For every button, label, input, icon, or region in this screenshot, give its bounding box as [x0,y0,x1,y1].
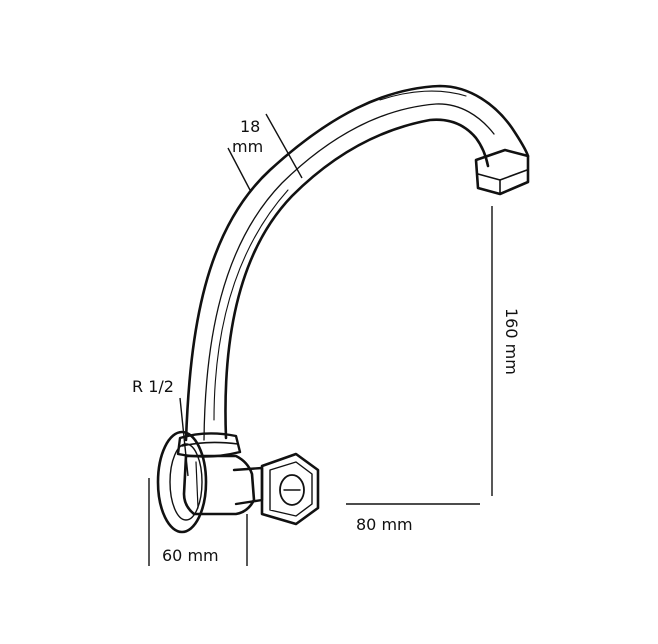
spout-top-shine [379,90,467,101]
dimension-lines [148,113,493,566]
valve-handle [260,452,320,526]
spout-highlight-line [203,103,495,441]
spout-outer-contour [184,84,530,442]
spout-shade-line [213,189,289,421]
diameter-leader-left [227,147,251,191]
valve-stem [232,466,264,506]
spout-height-label: 160 mm [502,308,521,375]
wall-projection-label: 60 mm [162,546,219,565]
valve-body [182,454,256,516]
swivel-collar-ring [181,441,239,447]
wall-rosette [156,430,208,534]
spout-inner-contour [224,118,490,440]
pipe-diameter-unit-label: mm [232,137,263,156]
pipe-diameter-value-label: 18 [240,117,260,136]
wall-rosette-inner [169,443,203,521]
thread-leader [179,397,189,477]
valve-handle-cap [279,474,305,506]
diameter-leader-right [265,113,303,179]
thread-size-label: R 1/2 [132,377,174,396]
valve-handle-facet [269,461,313,517]
valve-body-shade [195,461,199,509]
spout-tip-band [477,169,528,181]
spout-reach-label: 80 mm [356,515,413,534]
wall-faucet-drawing [156,84,530,534]
spout-tip [474,148,530,196]
